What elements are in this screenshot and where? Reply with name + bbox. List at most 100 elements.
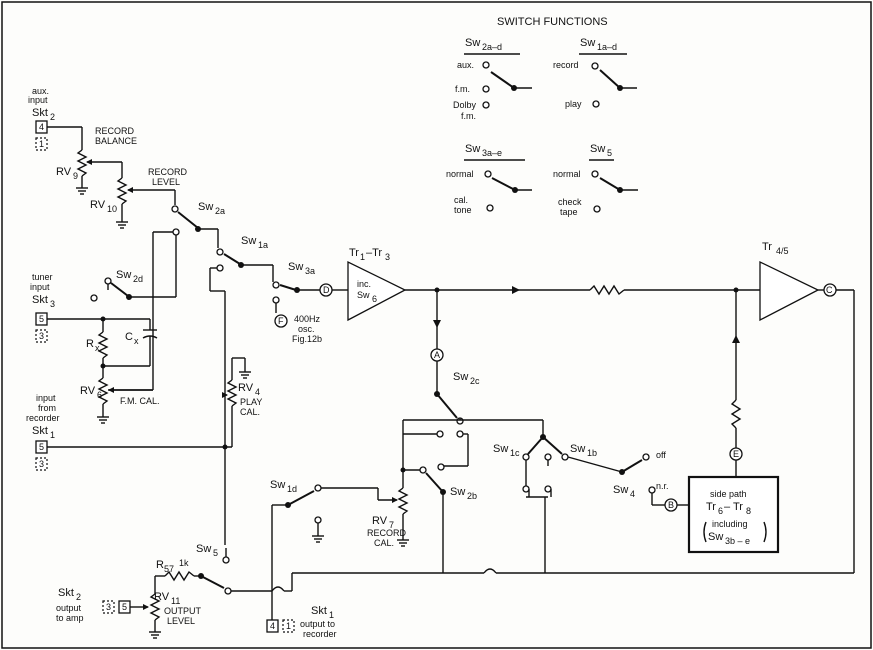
tuner-input-section: tuner input Skt 3 5 3 R x C x RV 6 F.M. … (30, 272, 160, 424)
recorder-input-section: input from recorder Skt 1 5 3 (26, 393, 232, 471)
pin-5-rec: 5 (39, 442, 44, 452)
out-amp-label: output (56, 603, 82, 613)
legend-sw3-sub: 3a–e (482, 148, 502, 158)
sw6-sub: 6 (372, 294, 377, 304)
skt1-sub: 1 (50, 430, 55, 440)
sw3a-label: Sw (288, 261, 303, 273)
r57-label: R (156, 559, 164, 571)
sw2d-label: Sw (116, 269, 131, 281)
sw2c-sub: 2c (470, 376, 480, 386)
sw3a-switch: Sw 3a F 400Hz osc. Fig.12b (272, 261, 322, 344)
legend-sw5-tape: tape (560, 207, 578, 217)
legend-sw5-sub: 5 (607, 148, 612, 158)
sw3be-label: Sw (708, 531, 723, 543)
sw1b-label: Sw (570, 443, 585, 455)
nr-label: n.r. (656, 481, 669, 491)
sw2b-sub: 2b (467, 491, 477, 501)
side-path-dash: – Tr (724, 501, 743, 513)
legend-sw5-check: check (558, 197, 582, 207)
side-path-tr: Tr (706, 501, 716, 513)
sw1d-sub: 1d (287, 484, 297, 494)
node-b: B (668, 500, 674, 510)
rv4-label: RV (238, 382, 254, 394)
including-label: including (712, 519, 748, 529)
side-path-tr8: 8 (746, 506, 751, 516)
tr3-label: –Tr (366, 247, 382, 259)
pin-4-top: 4 (39, 122, 44, 132)
amp-tr4-5: Tr 4/5 C E (545, 241, 855, 574)
node-d: D (323, 285, 330, 295)
fm-cal-label: F.M. CAL. (120, 396, 160, 406)
osc-label: 400Hz (294, 314, 321, 324)
rv4-sub: 4 (255, 387, 260, 397)
sw1d-switch: Sw 1d (270, 479, 379, 626)
legend-sw3-cal: cal. (454, 195, 468, 205)
skt2-out-label: Skt (58, 587, 74, 599)
skt2-top-sub: 2 (50, 112, 55, 122)
legend-title: SWITCH FUNCTIONS (497, 16, 608, 28)
legend-sw2-fm: f.m. (455, 84, 470, 94)
record-level-label2: LEVEL (152, 177, 180, 187)
rec-in-label2: from (38, 403, 56, 413)
skt1-label: Skt (32, 425, 48, 437)
rv9-sub: 9 (73, 171, 78, 181)
sw5-label: Sw (196, 543, 211, 555)
rv10-label: RV (90, 199, 106, 211)
tr45-sub: 4/5 (776, 246, 789, 256)
skt3-sub: 3 (50, 299, 55, 309)
legend-sw1-name: Sw (580, 37, 595, 49)
switch-functions-legend: SWITCH FUNCTIONS Sw 2a–d aux. f.m. Dolby… (446, 16, 638, 217)
tr45-label: Tr (762, 241, 772, 253)
play-cal-label: PLAY (240, 397, 262, 407)
sw1b-sub: 1b (587, 448, 597, 458)
rv10-sub: 10 (107, 204, 117, 214)
rv9-label: RV (56, 166, 72, 178)
rv11-label: RV (154, 591, 170, 603)
sw2d-switch: Sw 2d (90, 235, 177, 302)
sw1c-label: Sw (493, 443, 508, 455)
legend-sw2-name: Sw (465, 37, 480, 49)
cx-sub: x (134, 336, 139, 346)
pin-4-out: 4 (270, 621, 275, 631)
sw1a-sub: 1a (258, 240, 268, 250)
out-rec-label2: recorder (303, 629, 337, 639)
tuner-label: tuner (32, 272, 53, 282)
rv7-label: RV (372, 515, 388, 527)
legend-sw3-name: Sw (465, 143, 480, 155)
pin-3-amp: 3 (106, 602, 111, 612)
sw2c-switch: A Sw 2c (402, 290, 543, 470)
pin-5-tuner: 5 (39, 314, 44, 324)
aux-label2: input (28, 95, 48, 105)
aux-input-section: aux. input Skt 2 4 1 RECORD BALANCE RV 9… (28, 86, 188, 229)
rec-in-label3: recorder (26, 413, 60, 423)
sw2c-label: Sw (453, 371, 468, 383)
legend-sw5-name: Sw (590, 143, 605, 155)
amp-tr1-tr3: D Tr 1 –Tr 3 inc. Sw 6 (319, 247, 760, 322)
out-amp-label2: to amp (56, 613, 84, 623)
sw4-label: Sw (613, 484, 628, 496)
node-a: A (434, 350, 440, 360)
legend-sw5-normal: normal (553, 169, 581, 179)
pin-5-amp: 5 (122, 602, 127, 612)
tr1-label: Tr (349, 247, 359, 259)
sw2a-label: Sw (198, 201, 213, 213)
side-path-box: side path Tr 6 – Tr 8 including Sw 3b – … (687, 475, 780, 554)
pin-3-rec: 3 (39, 459, 44, 469)
output-level-label2: LEVEL (167, 616, 195, 626)
legend-sw2-dolby: Dolby (453, 100, 477, 110)
legend-sw3-normal: normal (446, 169, 474, 179)
sw1a-switch: Sw 1a (209, 235, 274, 545)
out-rec-label: output to (300, 619, 335, 629)
sw6-label: Sw (357, 290, 370, 300)
node-e: E (733, 449, 739, 459)
sw5-output-section: Sw 5 R 57 1k RV 11 OUTPUT LEVEL Skt 2 ou… (56, 543, 545, 639)
skt3-label: Skt (32, 294, 48, 306)
legend-sw2-sub: 2a–d (482, 42, 502, 52)
legend-sw3-tone: tone (454, 205, 472, 215)
skt2-top-label: Skt (32, 107, 48, 119)
rx-sub: x (95, 343, 100, 353)
side-path-label: side path (710, 489, 747, 499)
sw2d-sub: 2d (133, 274, 143, 284)
